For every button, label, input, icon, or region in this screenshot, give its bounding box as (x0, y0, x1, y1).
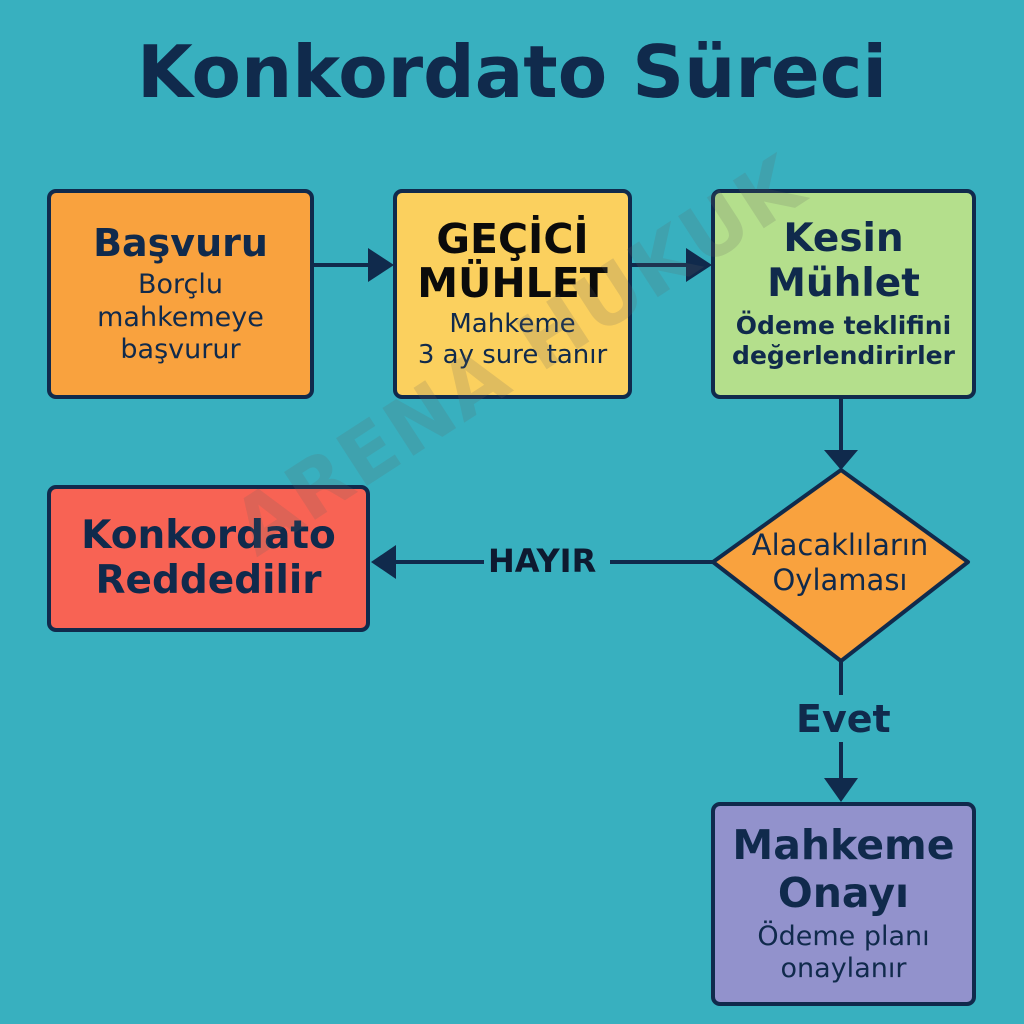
node-reddedilir: Konkordato Reddedilir (47, 485, 370, 632)
edge-label-hayir: HAYIR (488, 542, 597, 580)
node-vote-title: Alacaklıların Oylaması (751, 528, 929, 597)
node-onay-text: Ödeme planı onaylanır (757, 920, 930, 985)
arrowhead-gecici-to-kesin (686, 248, 712, 282)
node-mahkeme-onayi: Mahkeme Onayı Ödeme planı onaylanır (711, 802, 976, 1006)
page-title: Konkordato Süreci (137, 30, 888, 114)
node-onay-title: Mahkeme Onayı (732, 821, 955, 917)
arrowhead-basvuru-to-gecici (368, 248, 394, 282)
node-gecici-text: Mahkeme 3 ay sure tanır (417, 309, 608, 371)
node-reddedilir-title: Konkordato Reddedilir (81, 512, 336, 603)
node-kesin-muhlet: Kesin Mühlet Ödeme teklifini değerlendir… (711, 189, 976, 399)
node-basvuru: Başvuru Borçlu mahkemeye başvurur (47, 189, 314, 399)
arrowhead-vote-to-onay (824, 778, 858, 802)
arrowhead-kesin-to-vote (824, 450, 858, 470)
edge-label-evet: Evet (796, 697, 891, 741)
node-gecici-muhlet: GEÇİCİ MÜHLET Mahkeme 3 ay sure tanır (393, 189, 632, 399)
arrowhead-vote-to-reddedilir (371, 545, 396, 579)
node-basvuru-text: Borçlu mahkemeye başvurur (97, 269, 264, 366)
node-kesin-text: Ödeme teklifini değerlendirirler (732, 310, 955, 370)
node-basvuru-title: Başvuru (93, 220, 268, 265)
node-kesin-title: Kesin Mühlet (767, 216, 920, 306)
node-gecici-title: GEÇİCİ MÜHLET (417, 214, 608, 307)
